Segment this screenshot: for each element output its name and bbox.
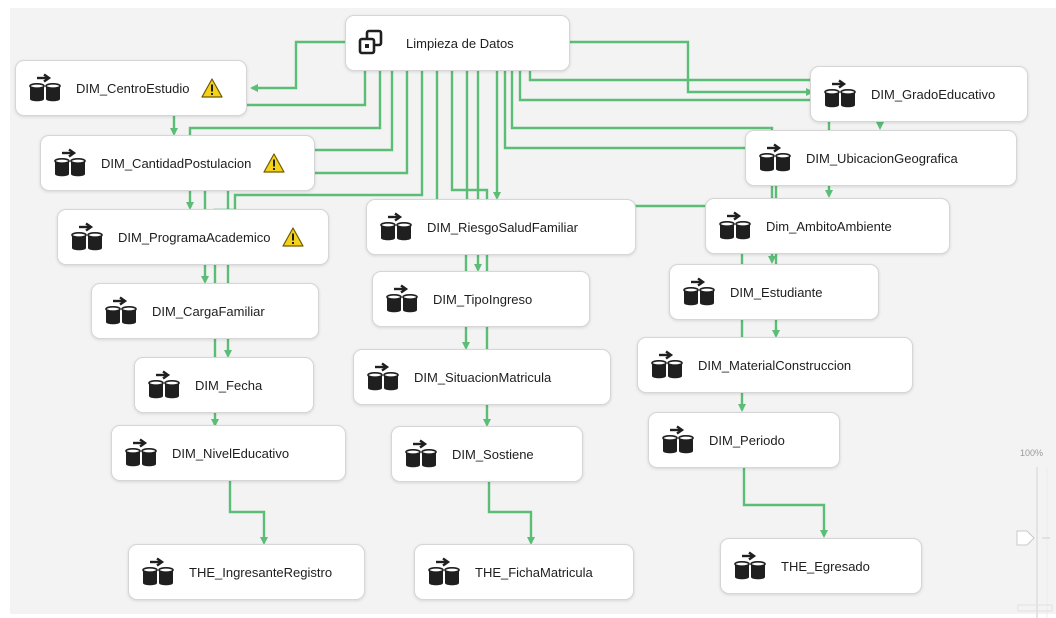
- node-label: DIM_GradoEducativo: [871, 86, 996, 102]
- data-flow-task-icon: [147, 370, 181, 400]
- data-flow-task-icon: [366, 362, 400, 392]
- data-flow-task-icon: [53, 148, 87, 178]
- node-label: DIM_Sostiene: [452, 446, 534, 462]
- task-dim-nivel-educativo[interactable]: DIM_NivelEducativo: [111, 425, 346, 481]
- warning-icon[interactable]: [282, 227, 304, 247]
- sequence-container-icon: [358, 29, 383, 55]
- data-flow-task-icon: [70, 222, 104, 252]
- data-flow-task-icon: [661, 425, 695, 455]
- node-label: DIM_Periodo: [709, 432, 785, 448]
- node-label: DIM_Estudiante: [730, 284, 823, 300]
- node-label: DIM_CargaFamiliar: [152, 303, 265, 319]
- node-label: DIM_UbicacionGeografica: [806, 150, 958, 166]
- task-dim-riesgo-salud-familiar[interactable]: DIM_RiesgoSaludFamiliar: [366, 199, 636, 255]
- data-flow-task-icon: [718, 211, 752, 241]
- data-flow-task-icon: [385, 284, 419, 314]
- task-dim-sostiene[interactable]: DIM_Sostiene: [391, 426, 583, 482]
- data-flow-task-icon: [379, 212, 413, 242]
- task-dim-periodo[interactable]: DIM_Periodo: [648, 412, 840, 468]
- zoom-level-label: 100%: [1020, 448, 1044, 458]
- node-label: DIM_SituacionMatricula: [414, 369, 552, 385]
- node-label: THE_FichaMatricula: [475, 564, 593, 580]
- zoom-slider-icon[interactable]: [1014, 445, 1056, 618]
- task-dim-situacion-matricula[interactable]: DIM_SituacionMatricula: [353, 349, 611, 405]
- data-flow-task-icon: [427, 557, 461, 587]
- task-dim-ubicacion-geografica[interactable]: DIM_UbicacionGeografica: [745, 130, 1017, 186]
- node-label: DIM_NivelEducativo: [172, 445, 290, 461]
- node-label: THE_Egresado: [781, 558, 870, 574]
- task-dim-tipo-ingreso[interactable]: DIM_TipoIngreso: [372, 271, 590, 327]
- node-label: DIM_Fecha: [195, 377, 263, 393]
- data-flow-task-icon: [733, 551, 767, 581]
- node-label: THE_IngresanteRegistro: [189, 564, 333, 580]
- data-flow-task-icon: [650, 350, 684, 380]
- sequence-container-limpieza-de-datos[interactable]: Limpieza de Datos: [345, 15, 570, 71]
- task-dim-ambito-ambiente[interactable]: Dim_AmbitoAmbiente: [705, 198, 950, 254]
- data-flow-task-icon: [682, 277, 716, 307]
- node-label: DIM_CentroEstudio: [76, 80, 190, 96]
- warning-icon[interactable]: [263, 153, 285, 173]
- data-flow-task-icon: [141, 557, 175, 587]
- node-label: DIM_CantidadPostulacion: [101, 155, 252, 171]
- node-label: Limpieza de Datos: [406, 35, 514, 51]
- data-flow-task-icon: [104, 296, 138, 326]
- data-flow-task-icon: [404, 439, 438, 469]
- task-the-egresado[interactable]: THE_Egresado: [720, 538, 922, 594]
- warning-icon[interactable]: [201, 78, 223, 98]
- node-label: DIM_MaterialConstruccion: [698, 357, 852, 373]
- node-label: DIM_RiesgoSaludFamiliar: [427, 219, 578, 235]
- task-the-ficha-matricula[interactable]: THE_FichaMatricula: [414, 544, 634, 600]
- data-flow-task-icon: [758, 143, 792, 173]
- node-label: DIM_ProgramaAcademico: [118, 229, 271, 245]
- task-dim-estudiante[interactable]: DIM_Estudiante: [669, 264, 879, 320]
- task-dim-grado-educativo[interactable]: DIM_GradoEducativo: [810, 66, 1028, 122]
- data-flow-task-icon: [28, 73, 62, 103]
- task-the-ingresante-registro[interactable]: THE_IngresanteRegistro: [128, 544, 365, 600]
- data-flow-task-icon: [124, 438, 158, 468]
- task-dim-material-construccion[interactable]: DIM_MaterialConstruccion: [637, 337, 913, 393]
- task-dim-centro-estudio[interactable]: DIM_CentroEstudio: [15, 60, 247, 116]
- task-dim-programa-academico[interactable]: DIM_ProgramaAcademico: [57, 209, 329, 265]
- node-label: DIM_TipoIngreso: [433, 291, 533, 307]
- task-dim-cantidad-postulacion[interactable]: DIM_CantidadPostulacion: [40, 135, 315, 191]
- task-dim-carga-familiar[interactable]: DIM_CargaFamiliar: [91, 283, 319, 339]
- data-flow-task-icon: [823, 79, 857, 109]
- task-dim-fecha[interactable]: DIM_Fecha: [134, 357, 314, 413]
- node-label: Dim_AmbitoAmbiente: [766, 218, 892, 234]
